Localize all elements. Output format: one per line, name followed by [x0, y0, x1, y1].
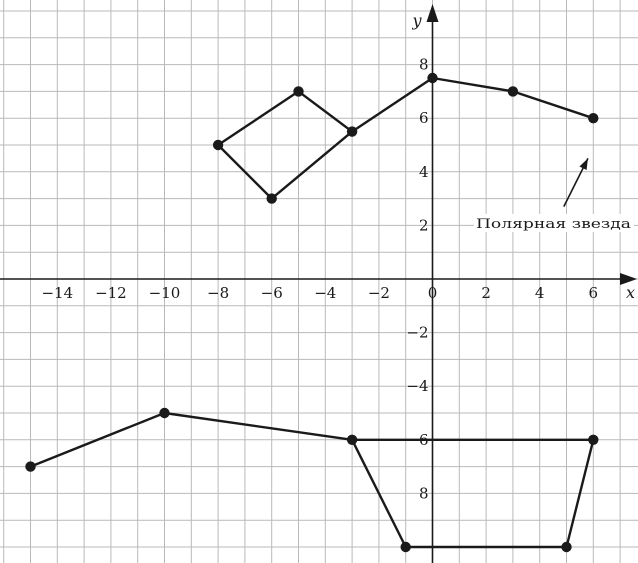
annotation-arrowhead-icon — [579, 158, 588, 171]
lower-figure — [29, 411, 595, 549]
y-tick-label: −2 — [406, 324, 428, 342]
y-axis-name: y — [412, 11, 423, 30]
x-tick-label: −8 — [207, 284, 229, 302]
x-tick-label: −10 — [149, 284, 181, 302]
y-tick-label: 4 — [419, 163, 429, 181]
axes: x y — [0, 4, 637, 563]
vertex-point — [266, 193, 277, 204]
x-axis-name: x — [626, 283, 635, 302]
x-axis-arrow-icon — [620, 273, 637, 285]
vertex-point — [427, 72, 438, 84]
y-tick-label: 8 — [419, 484, 429, 502]
vertex-point — [588, 434, 599, 445]
x-tick-label: 4 — [535, 284, 545, 302]
y-tick-label: −4 — [406, 377, 428, 395]
vertex-point — [159, 407, 170, 419]
vertex-point — [561, 541, 572, 553]
x-tick-label: 2 — [481, 284, 491, 302]
x-tick-label: −2 — [368, 284, 390, 302]
upper-polyline — [350, 76, 595, 133]
polar-star-label: Полярная звезда — [476, 217, 631, 232]
x-tick-label: −6 — [261, 284, 283, 302]
x-tick-label: 0 — [428, 284, 438, 302]
x-tick-label: −14 — [41, 284, 73, 302]
vertex-point — [346, 434, 358, 445]
y-tick-label: 6 — [419, 109, 429, 127]
x-tick-label: 6 — [589, 284, 599, 302]
vertex-point — [400, 541, 411, 553]
vertex-point — [346, 126, 358, 137]
vertex-point — [507, 86, 519, 97]
vertex-point — [293, 86, 304, 97]
annotation: Полярная звезда — [474, 158, 634, 232]
vertex-point — [212, 139, 224, 151]
vertex-point — [25, 461, 36, 472]
x-tick-label: −4 — [314, 284, 336, 302]
annotation-background — [474, 214, 634, 232]
vertices — [25, 72, 599, 553]
y-axis-arrow-icon — [426, 4, 439, 22]
figures — [29, 76, 595, 549]
vertex-point — [588, 113, 599, 124]
x-tick-label: −12 — [95, 284, 127, 302]
y-tick-label: 8 — [419, 56, 429, 74]
y-tick-label: 2 — [419, 216, 429, 234]
